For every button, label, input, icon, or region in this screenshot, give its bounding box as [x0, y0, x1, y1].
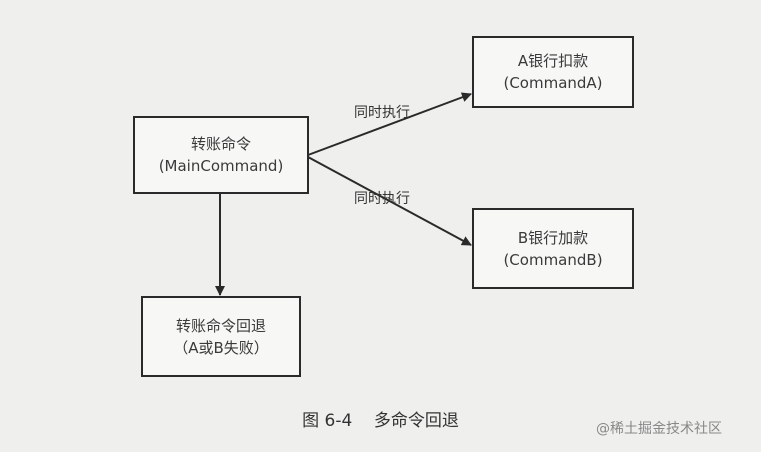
- node-title: 转账命令回退: [175, 316, 266, 335]
- figure-caption: 图 6-4 多命令回退: [302, 411, 459, 431]
- node-subtitle: (MainCommand): [158, 157, 284, 175]
- node-title: 转账命令: [190, 135, 251, 153]
- node-subtitle: (CommandB): [503, 250, 603, 269]
- watermark: @稀土掘金技术社区: [596, 421, 722, 437]
- node-rollback: 转账命令回退 （A或B失败）: [141, 296, 301, 377]
- edge-label-to-b: 同时执行: [354, 191, 410, 207]
- node-command-a: A银行扣款 (CommandA): [472, 36, 634, 108]
- node-title: A银行扣款: [517, 52, 589, 70]
- node-subtitle: （A或B失败）: [173, 338, 269, 357]
- node-title: B银行加款: [517, 228, 589, 247]
- arrow-main-to-b: [307, 156, 472, 246]
- edge-label-to-a: 同时执行: [354, 105, 410, 121]
- node-main-command: 转账命令 (MainCommand): [133, 116, 309, 194]
- arrow-main-to-a: [307, 92, 472, 156]
- node-subtitle: (CommandA): [503, 74, 603, 92]
- node-command-b: B银行加款 (CommandB): [472, 208, 634, 289]
